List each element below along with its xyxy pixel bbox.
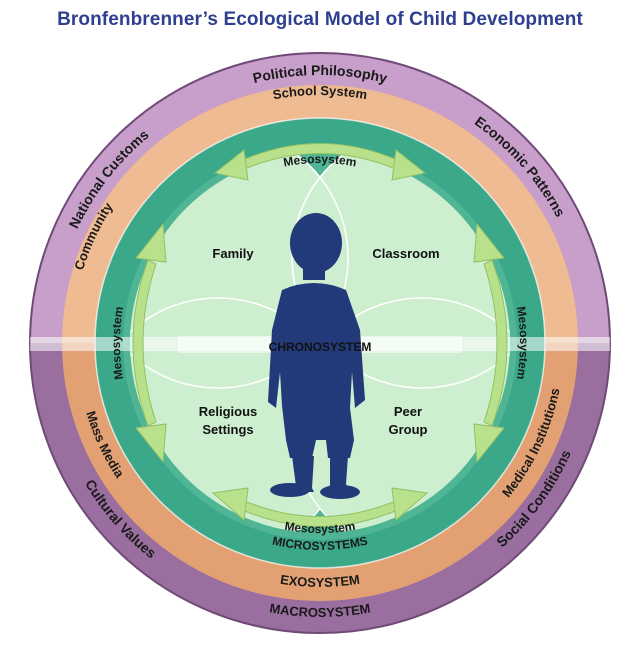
double-headed-curved-arrow-icon xyxy=(213,143,427,181)
micro-classroom: Classroom xyxy=(372,246,439,261)
mesosystem-label-right: Mesosystem xyxy=(514,305,531,380)
micro-religious-settings-line2: Settings xyxy=(202,422,253,437)
double-headed-curved-arrow-icon xyxy=(211,487,429,527)
micro-peer-group-line1: Peer xyxy=(394,404,422,419)
exosystem-label: EXOSYSTEM xyxy=(279,572,360,590)
mesosystem-label-left: Mesosystem xyxy=(109,305,126,380)
mesosystem-label-bottom: Mesosystem xyxy=(284,519,357,536)
mesosystem-label-top: Mesosystem xyxy=(282,152,357,170)
child-silhouette-icon xyxy=(268,213,365,499)
diagram-title: Bronfenbrenner’s Ecological Model of Chi… xyxy=(57,9,583,30)
chronosystem-label: CHRONOSYSTEM xyxy=(269,340,372,354)
microsystem-settings: Family Classroom Religious Settings Peer… xyxy=(199,246,440,437)
mesosystem-labels: Mesosystem Mesosystem Mesosystem Mesosys… xyxy=(109,152,531,536)
double-headed-curved-arrow-icon xyxy=(132,222,167,464)
double-headed-curved-arrow-icon xyxy=(473,222,508,464)
mesosystem-arrows xyxy=(132,143,508,527)
micro-family: Family xyxy=(212,246,254,261)
microsystems-label: MICROSYSTEMS xyxy=(271,534,369,553)
micro-peer-group-line2: Group xyxy=(389,422,428,437)
macrosystem-label: MACROSYSTEM xyxy=(269,600,372,620)
micro-religious-settings-line1: Religious xyxy=(199,404,258,419)
